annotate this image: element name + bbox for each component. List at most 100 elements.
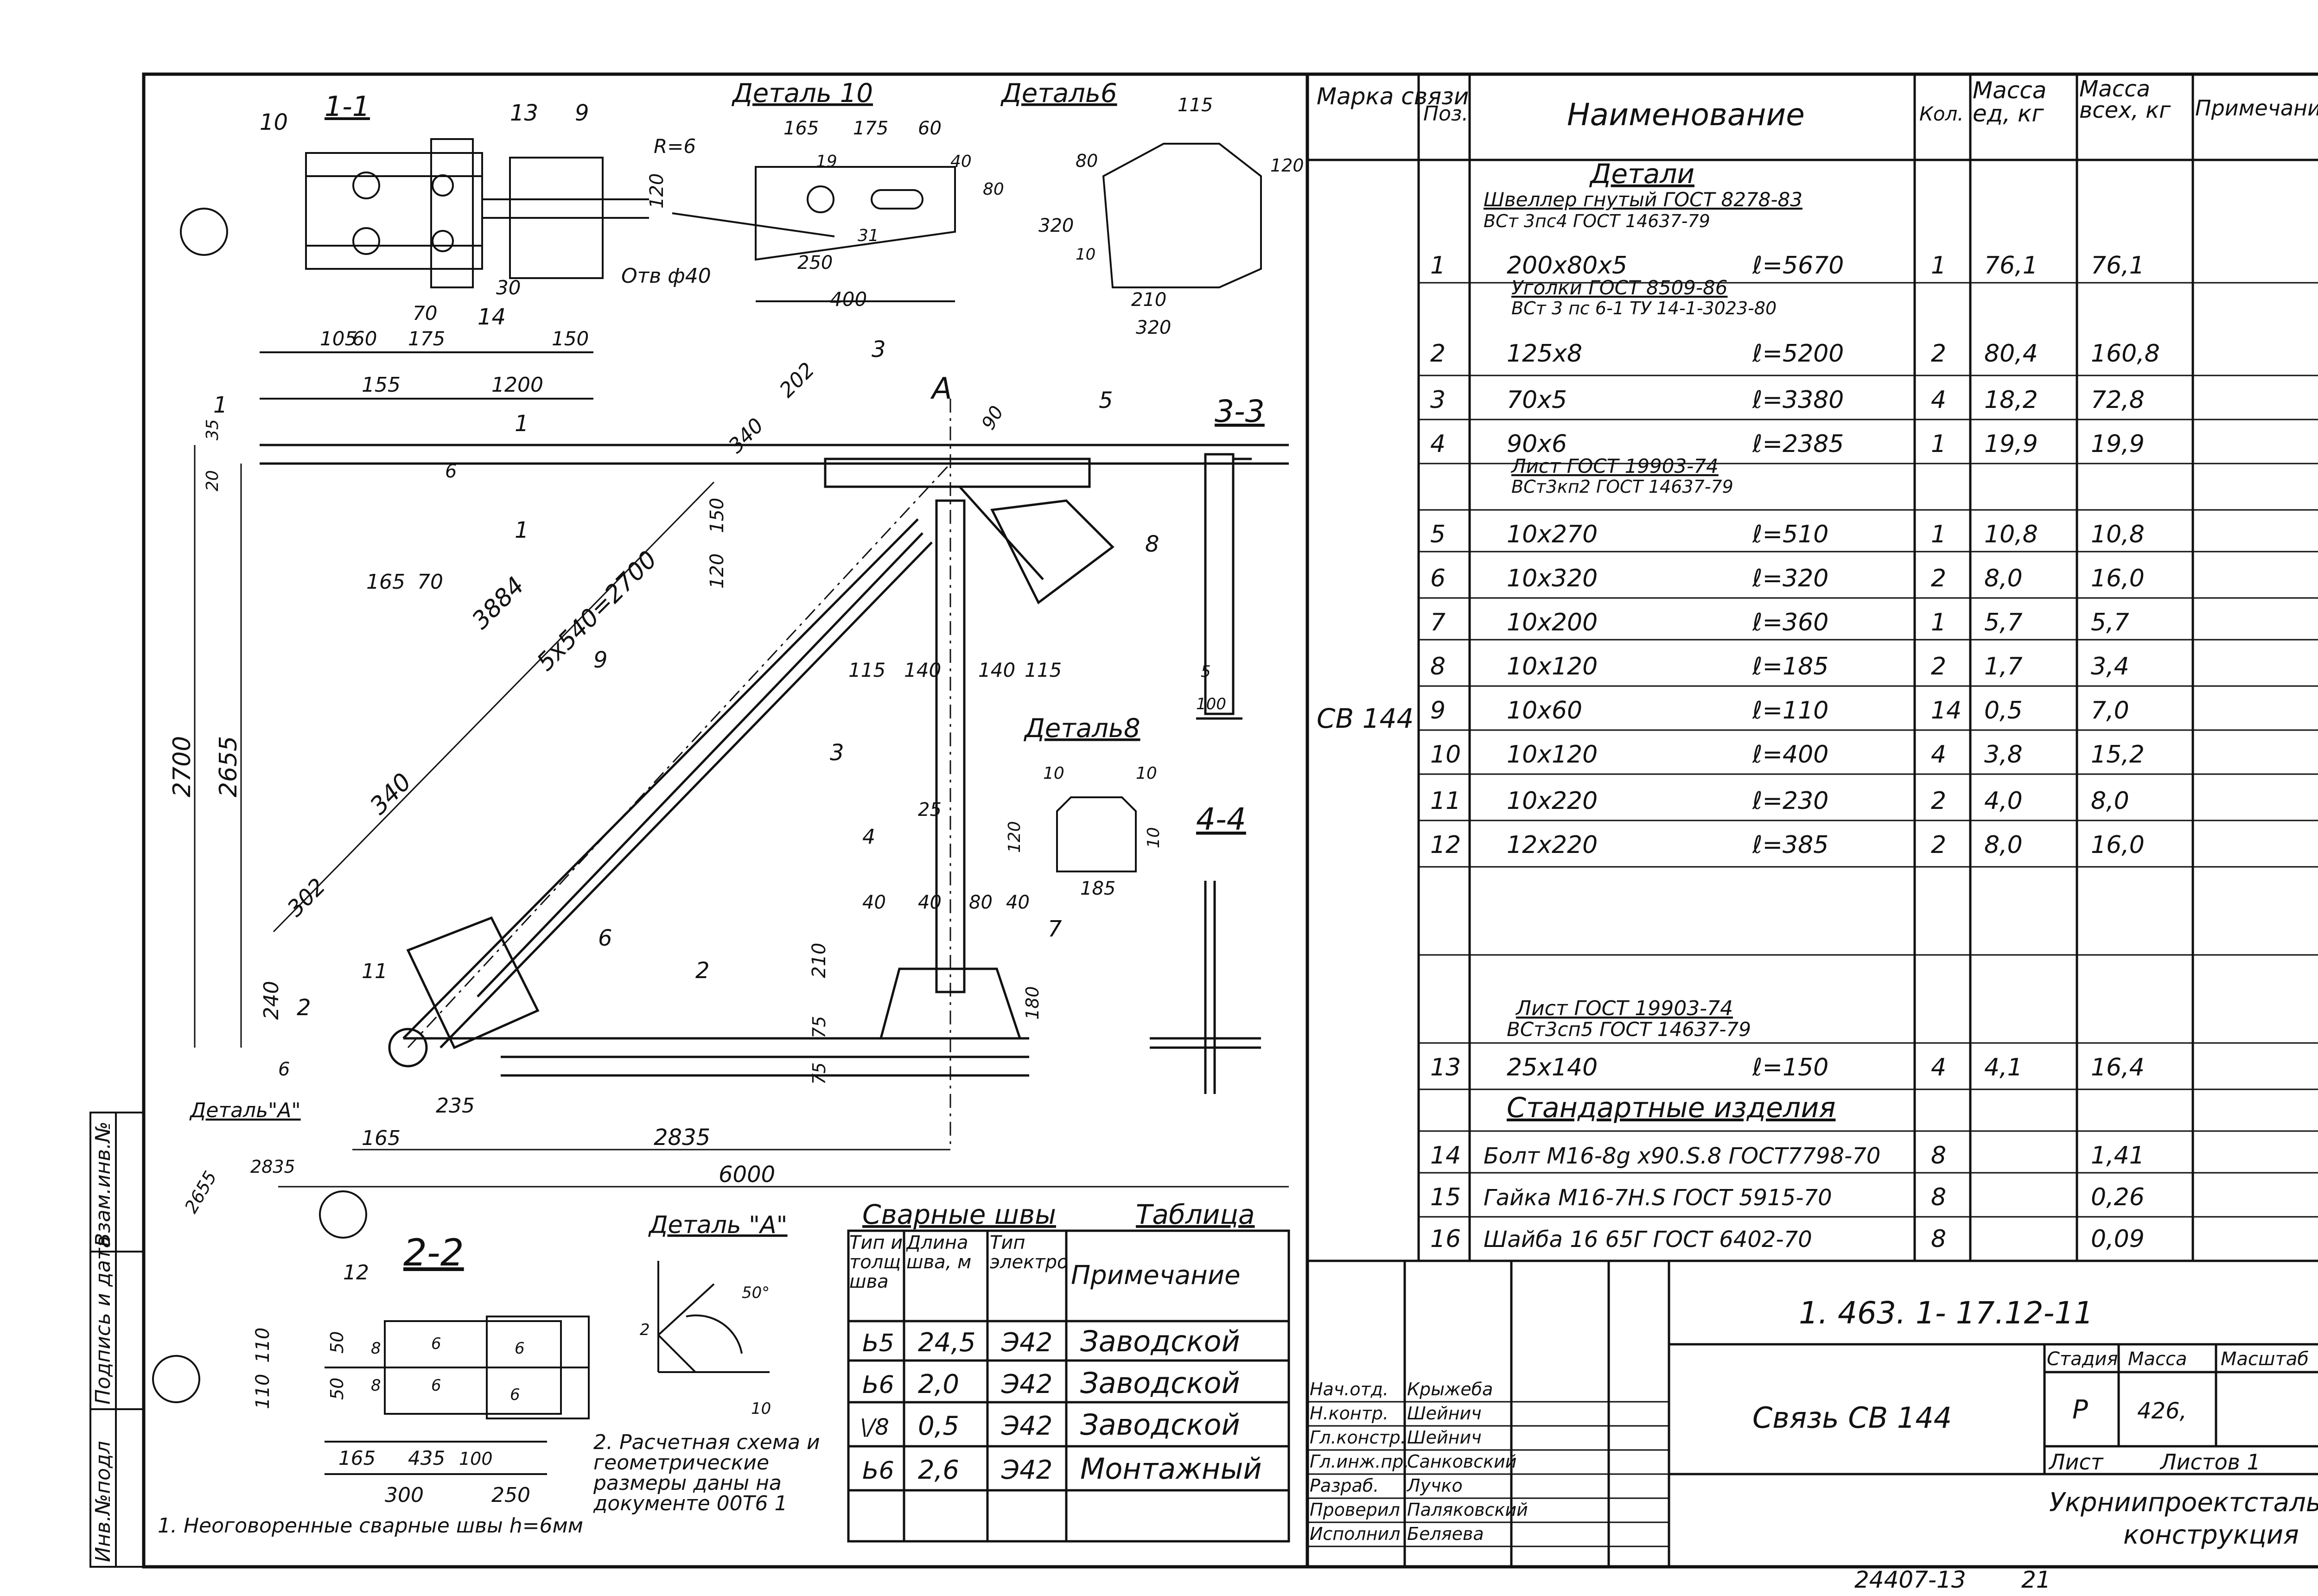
weld-row-length: 0,5 (918, 1411, 959, 1441)
spec-cell-all: 3,4 (2091, 653, 2129, 680)
role-name: Крыжеба (1407, 1379, 1493, 1399)
section-2-2-view (325, 1316, 590, 1475)
role-name: Паляковский (1407, 1500, 1528, 1520)
pos-10-label: 10 (260, 109, 288, 135)
sheet-frame (142, 72, 2318, 1569)
pos-13-label: 13 (510, 100, 538, 126)
scale-label: Масштаб (2221, 1348, 2309, 1370)
spec-cell-qty: 2 (1931, 565, 1946, 592)
d10-dim-120: 120 (646, 173, 668, 209)
title-block-grid (1307, 1259, 2318, 1567)
role-name: Беляева (1407, 1524, 1484, 1544)
d10-dim-40: 40 (950, 152, 972, 171)
spec-cell-unit: 0,5 (1984, 697, 2023, 725)
spec-cell-qty: 1 (1931, 252, 1946, 280)
spec-cell-pos: 11 (1430, 787, 1461, 815)
spec-cell-len: ℓ=3380 (1752, 386, 1844, 414)
spec-cell-pos: 8 (1430, 653, 1446, 680)
spec-cell-name: 12х220 (1507, 831, 1598, 859)
spec-cell-unit: 80,4 (1984, 340, 2038, 368)
section-mark-1b: 1 (515, 411, 529, 437)
dim-235: 235 (436, 1094, 475, 1118)
d8-dim-10b: 10 (1136, 764, 1157, 783)
d10-dim-400: 400 (830, 288, 867, 311)
d10-dim-19: 19 (816, 152, 837, 171)
pos-14-label: 14 (478, 304, 506, 330)
dim-40c: 40 (1006, 892, 1030, 913)
section-mark-2: 2 (297, 995, 311, 1021)
spec-cell-unit: 4,0 (1984, 787, 2023, 815)
dim-240: 240 (260, 981, 283, 1020)
role-label: Гл.констр. (1310, 1427, 1406, 1448)
spec-std-3b: ВСт3кп2 ГОСТ 14637-79 (1511, 477, 1733, 497)
dim-340-upper: 340 (724, 413, 768, 458)
role-name: Санковский (1407, 1451, 1517, 1472)
dim-70: 70 (413, 302, 437, 324)
d10-dim-80: 80 (983, 180, 1004, 199)
spec-header-note: Примечание (2195, 97, 2318, 121)
spec-header-qty: Кол. (1919, 102, 1964, 125)
s22-dim-6c: 6 (431, 1376, 441, 1395)
dim-115a: 115 (848, 659, 885, 681)
spec-cell-qty: 1 (1931, 430, 1946, 458)
spec-cell-qty: 4 (1931, 386, 1946, 414)
pos-9-main-label: 9 (593, 647, 608, 673)
weld-row-length: 2,0 (918, 1369, 959, 1399)
pos-1-label: 1 (515, 517, 529, 543)
weld-header-type: Тип и толщ шва (849, 1233, 903, 1292)
spec-cell-len: ℓ=400 (1752, 741, 1828, 769)
spec-cell-len: ℓ=230 (1752, 787, 1828, 815)
detail-a-title: Деталь "А" (648, 1211, 788, 1239)
spec-cell-pos: 3 (1430, 386, 1446, 414)
title-block-role-lines (1307, 1401, 1669, 1547)
section-3-3-view (1196, 453, 1252, 720)
dim-75a: 75 (809, 1016, 829, 1038)
d6-dim-10: 10 (1076, 245, 1095, 264)
spec-cell-qty: 2 (1931, 831, 1946, 859)
d8-dim-185: 185 (1080, 878, 1115, 899)
dim-140b: 140 (978, 659, 1015, 681)
dim-1200: 1200 (491, 373, 543, 397)
spec-cell-unit: 8,0 (1984, 831, 2023, 859)
da-dim-10: 10 (751, 1399, 771, 1418)
spec-section-details: Детали (1589, 158, 1694, 190)
spec-mark-value: СВ 144 (1317, 703, 1414, 734)
main-elevation (260, 444, 1289, 1077)
note-2: 2. Расчетная схема и геометрические разм… (593, 1432, 820, 1515)
spec-cell-name: 10х60 (1507, 697, 1582, 725)
spec-cell-all: 16,0 (2091, 565, 2145, 592)
spec-std-2b: ВСт 3 пс 6-1 ТУ 14-1-3023-80 (1511, 298, 1777, 318)
footer-page: 21 (2021, 1566, 2051, 1593)
dim-6000: 6000 (719, 1162, 775, 1188)
dim-175: 175 (408, 327, 445, 350)
spec-header-mark: Марка связи (1317, 83, 1469, 110)
mass-label: Масса (2128, 1348, 2187, 1370)
org-line-1: Укрниипроектсталь (2049, 1488, 2318, 1518)
dim-165: 165 (366, 570, 405, 594)
weld-row-electrode: Э42 (1001, 1455, 1052, 1485)
spec-cell-pos: 14 (1430, 1142, 1461, 1170)
dim-340-lower: 340 (365, 768, 417, 820)
spec-cell-all: 8,0 (2091, 787, 2129, 815)
dim-2835b: 2835 (250, 1157, 295, 1177)
weld-hdr-length-box: Длина шва, м (906, 1233, 971, 1272)
spec-cell-all: 19,9 (2091, 430, 2145, 458)
d10-dim-60: 60 (918, 118, 942, 139)
dim-60: 60 (352, 327, 377, 350)
spec-cell-unit: 1,7 (1984, 653, 2023, 680)
dim-25: 25 (918, 799, 942, 820)
spec-cell-name: 90х6 (1507, 430, 1567, 458)
s22-dim-8a: 8 (371, 1339, 381, 1358)
spec-cell-unit: 4,1 (1984, 1054, 2023, 1081)
spec-std-1b: ВСт 3пс4 ГОСТ 14637-79 (1484, 211, 1710, 231)
spec-cell-name: Гайка М16-7Н.S ГОСТ 5915-70 (1484, 1185, 1832, 1211)
d10-dim-31: 31 (858, 226, 879, 245)
d10-dim-250: 250 (797, 252, 833, 273)
pos-5-label: 5 (1099, 388, 1113, 413)
spec-cell-unit: 10,8 (1984, 521, 2038, 548)
spec-cell-name: 10х120 (1507, 741, 1598, 769)
detail-8-view (1056, 796, 1137, 872)
spec-table-grid (1307, 74, 2318, 1261)
doc-code: 1. 463. 1- 17.12-11 (1799, 1295, 2093, 1331)
dim-202: 202 (775, 358, 819, 402)
